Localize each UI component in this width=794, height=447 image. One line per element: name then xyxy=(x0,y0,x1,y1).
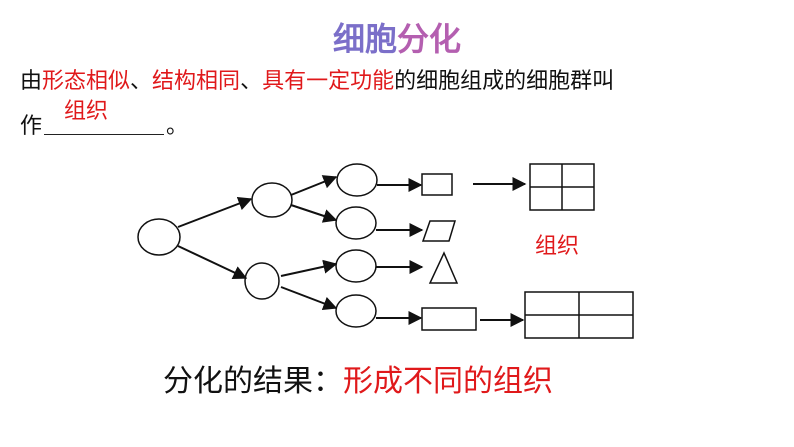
result-value: 形成不同的组织 xyxy=(343,364,553,399)
answer-blank: 组织 xyxy=(44,99,165,135)
specialized-cell-square xyxy=(421,173,453,196)
cell-origin xyxy=(137,218,181,256)
definition-middle: 的细胞组成的细胞群叫 xyxy=(394,69,615,94)
arrow-lower-2a xyxy=(280,259,338,277)
result-text: 分化的结果：形成不同的组织 xyxy=(163,356,553,400)
specialized-cell-parallelogram xyxy=(421,220,457,242)
condition-function: 具有一定功能 xyxy=(262,69,395,94)
tissue-rectangle-grid xyxy=(524,291,634,339)
arrow-upper-2b xyxy=(290,204,338,223)
specialized-cell-triangle xyxy=(428,251,459,284)
definition-text: 由形态相似、结构相同、具有一定功能的细胞组成的细胞群叫 作组织。 xyxy=(20,60,780,149)
definition-prefix: 由 xyxy=(20,69,43,94)
page-title: 细胞分化 xyxy=(0,14,794,60)
arrow-upper-2a xyxy=(290,175,338,196)
condition-structure-same: 结构相同 xyxy=(152,69,241,94)
definition-end: 。 xyxy=(166,114,189,139)
arrow-origin-lower xyxy=(177,245,248,279)
cell-lower-1 xyxy=(244,262,280,300)
cell-upper-2b xyxy=(335,206,377,240)
cell-upper-2a xyxy=(336,163,378,197)
answer-text: 组织 xyxy=(64,99,109,124)
result-label: 分化的结果： xyxy=(163,364,343,399)
title-part2: 分化 xyxy=(397,20,462,58)
definition-line2-prefix: 作 xyxy=(20,114,43,139)
cell-lower-2a xyxy=(335,249,377,283)
arrow-lower-2b xyxy=(280,286,338,311)
cell-upper-1 xyxy=(251,182,293,218)
definition-line1: 由形态相似、结构相同、具有一定功能的细胞组成的细胞群叫 xyxy=(20,60,780,104)
tissue-square-grid xyxy=(529,163,595,211)
specialized-cell-rectangle xyxy=(421,307,477,331)
tissue-label: 组织 xyxy=(535,234,580,259)
definition-line2: 作组织。 xyxy=(20,99,780,149)
separator-1: 、 xyxy=(130,69,153,94)
condition-shape-similar: 形态相似 xyxy=(42,69,131,94)
title-part1: 细胞 xyxy=(332,20,397,58)
cell-lower-2b xyxy=(335,294,377,328)
arrow-origin-upper xyxy=(177,196,253,228)
separator-2: 、 xyxy=(240,69,263,94)
